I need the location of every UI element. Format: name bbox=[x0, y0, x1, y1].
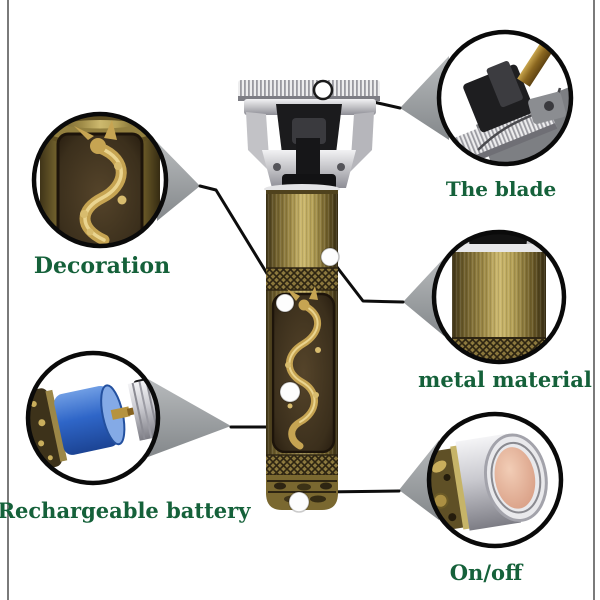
knurl-band-top bbox=[266, 268, 338, 290]
leader-metal bbox=[328, 256, 405, 304]
trimmer bbox=[238, 80, 380, 510]
callout-blade bbox=[436, 29, 574, 167]
marker-battery bbox=[279, 381, 301, 403]
leader-decoration bbox=[198, 184, 287, 305]
wedge-power bbox=[399, 440, 439, 520]
label-the-blade: The blade bbox=[445, 177, 557, 201]
label-decoration: Decoration bbox=[33, 253, 171, 279]
trimmer-body bbox=[264, 184, 340, 510]
right-border-line bbox=[593, 0, 595, 600]
knurl-band-bottom bbox=[266, 455, 338, 475]
callout-power bbox=[426, 411, 564, 549]
marker-metal bbox=[320, 247, 340, 267]
wedge-blade bbox=[400, 56, 449, 140]
wedge-decoration bbox=[157, 142, 200, 221]
label-on-off: On/off bbox=[449, 560, 523, 585]
metal-zoom-content bbox=[452, 232, 546, 362]
wedge-metal bbox=[403, 258, 444, 336]
callout-wedges bbox=[148, 56, 449, 520]
marker-decoration bbox=[275, 293, 295, 313]
marker-dots bbox=[275, 79, 340, 513]
left-border-line bbox=[7, 0, 9, 600]
callout-metal bbox=[431, 229, 567, 365]
wedge-battery bbox=[148, 379, 231, 457]
trimmer-blade-head bbox=[238, 80, 380, 190]
callout-decoration bbox=[31, 111, 169, 249]
label-metal-material: metal material bbox=[418, 367, 592, 392]
dragon-engraving-panel bbox=[271, 286, 336, 454]
decoration-zoom-content bbox=[34, 114, 166, 246]
marker-power bbox=[288, 491, 310, 513]
battery-zoom-content bbox=[28, 373, 158, 470]
marker-blade bbox=[312, 79, 334, 101]
label-rechargeable-battery: Rechargeable battery bbox=[0, 498, 251, 523]
callout-battery bbox=[25, 350, 161, 486]
